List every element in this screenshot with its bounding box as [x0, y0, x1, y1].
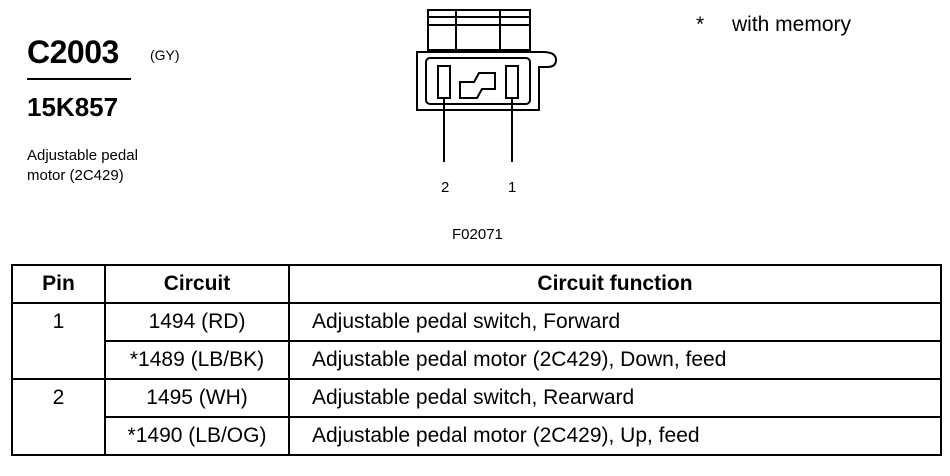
circuit-cell: 1495 (WH): [104, 378, 290, 418]
connector-cavity: [425, 57, 531, 105]
polarization-key: [459, 72, 496, 99]
pin-number-cell: 1: [11, 302, 106, 380]
component-description: Adjustable pedal motor (2C429): [27, 147, 138, 184]
circuit-function-cell: Adjustable pedal motor (2C429), Down, fe…: [288, 340, 942, 380]
pin-label-2: 2: [441, 179, 450, 196]
part-number: 15K857: [27, 92, 119, 122]
connector-id-underline: [27, 78, 131, 80]
memory-note: * with memory: [696, 12, 851, 38]
circuit-function-cell: Adjustable pedal switch, Forward: [288, 302, 942, 342]
circuit-function-cell: Adjustable pedal switch, Rearward: [288, 378, 942, 418]
connector-latch: [427, 9, 531, 51]
connector-face-diagram: [416, 9, 558, 162]
connector-color: (GY): [150, 47, 180, 63]
pin-table: Pin Circuit Circuit function 1 1494 (RD)…: [11, 264, 942, 456]
header-circuit: Circuit: [104, 264, 290, 304]
connector-id: C2003: [27, 34, 119, 70]
pin-number-cell: 2: [11, 378, 106, 456]
circuit-function-cell: Adjustable pedal motor (2C429), Up, feed: [288, 416, 942, 456]
table-row: *1490 (LB/OG) Adjustable pedal motor (2C…: [12, 416, 942, 456]
table-row: 2 1495 (WH) Adjustable pedal switch, Rea…: [11, 378, 942, 456]
circuit-cell: 1494 (RD): [104, 302, 290, 342]
circuit-cell: *1489 (LB/BK): [104, 340, 290, 380]
memory-note-symbol: *: [696, 13, 705, 36]
header-circuit-function: Circuit function: [288, 264, 942, 304]
table-header-row: Pin Circuit Circuit function: [11, 264, 942, 304]
figure-code: F02071: [452, 226, 503, 243]
pin-terminal-2: [437, 65, 451, 99]
header-pin: Pin: [11, 264, 106, 304]
pin-terminal-1: [505, 65, 519, 99]
connector-body: [416, 51, 558, 111]
pin-label-1: 1: [508, 179, 517, 196]
circuit-cell: *1490 (LB/OG): [104, 416, 290, 456]
table-row: *1489 (LB/BK) Adjustable pedal motor (2C…: [12, 340, 942, 380]
memory-note-text: with memory: [732, 13, 852, 36]
table-row: 1 1494 (RD) Adjustable pedal switch, For…: [11, 302, 942, 380]
